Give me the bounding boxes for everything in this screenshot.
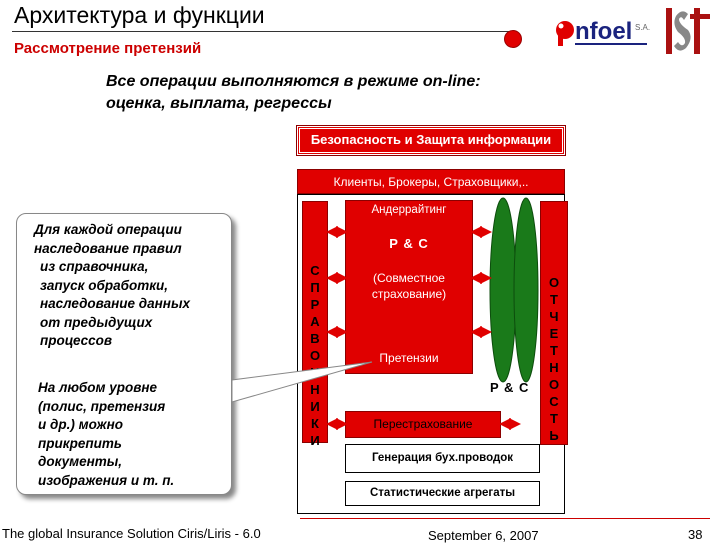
isf-logo bbox=[666, 8, 710, 54]
infoel-logo-text: nfoel bbox=[575, 18, 632, 45]
reference-letter: Ч bbox=[310, 365, 320, 380]
statistics-box: Статистические агрегаты bbox=[345, 481, 540, 506]
security-box: Безопасность и Защита информации bbox=[296, 125, 566, 156]
intro-line-2: оценка, выплата, регрессы bbox=[106, 95, 332, 112]
reference-letter: К bbox=[311, 416, 319, 431]
title-rule bbox=[12, 31, 512, 32]
infoel-logo: nfoel S.A. bbox=[556, 18, 650, 46]
pc-label-top: P & C bbox=[389, 236, 429, 251]
reference-letter: Н bbox=[310, 382, 320, 397]
reports-letter: Н bbox=[549, 360, 559, 375]
callout-line: (полис, претензия bbox=[38, 398, 166, 414]
reference-letter: И bbox=[310, 399, 320, 414]
callout-line: наследование правил bbox=[34, 240, 182, 256]
pc-label-bottom: P & C bbox=[490, 380, 530, 395]
coinsurance-label: (Совместное страхование) bbox=[345, 270, 473, 302]
callout-line: прикрепить bbox=[38, 435, 122, 451]
reference-letter: О bbox=[309, 348, 321, 363]
reference-column: С П Р А В О Ч Н И К И bbox=[302, 201, 328, 448]
reports-letter: Е bbox=[549, 326, 559, 341]
callout-paragraph-2: На любом уровне (полис, претензия и др.)… bbox=[38, 379, 174, 490]
underwriting-box bbox=[345, 200, 473, 374]
claims-label: Претензии bbox=[379, 351, 439, 365]
reference-letter: И bbox=[310, 433, 320, 448]
coinsurance-line-1: (Совместное bbox=[373, 271, 445, 285]
reports-letter: О bbox=[548, 275, 560, 290]
underwriting-label: Андеррайтинг bbox=[371, 204, 447, 216]
reports-letter: Ч bbox=[549, 309, 559, 324]
reports-letter: Т bbox=[550, 343, 558, 358]
callout-paragraph-1: Для каждой операции наследование правил … bbox=[34, 221, 190, 351]
red-dot-icon bbox=[504, 30, 522, 48]
reference-letter: Р bbox=[310, 297, 320, 312]
callout-line: наследование данных bbox=[40, 296, 190, 311]
callout-line: документы, bbox=[38, 454, 123, 469]
callout-line: Для каждой операции bbox=[34, 222, 182, 237]
callout-line: из справочника, bbox=[40, 259, 149, 274]
reports-column: О Т Ч Е Т Н О С Т Ь bbox=[540, 201, 568, 445]
reference-letter: В bbox=[310, 331, 320, 346]
reports-letter: Т bbox=[550, 292, 558, 307]
clients-box: Клиенты, Брокеры, Страховщики,.. bbox=[297, 169, 565, 194]
callout-line: процессов bbox=[40, 333, 113, 348]
callout-line: от предыдущих bbox=[40, 314, 153, 330]
reports-letter: Т bbox=[550, 411, 558, 426]
callout-line: запуск обработки, bbox=[40, 277, 169, 293]
footer-rule bbox=[300, 518, 710, 519]
reference-letter: П bbox=[310, 280, 320, 295]
reports-letter: Ь bbox=[549, 428, 559, 443]
footer-product: The global Insurance Solution Ciris/Liri… bbox=[2, 526, 261, 541]
page-number: 38 bbox=[688, 527, 703, 542]
reports-letter: О bbox=[548, 377, 560, 392]
reinsurance-box: Перестрахование bbox=[345, 411, 501, 438]
callout-line: На любом уровне bbox=[38, 380, 158, 395]
intro-text: Все операции выполняются в режиме on-lin… bbox=[106, 71, 481, 115]
callout-line: и др.) можно bbox=[38, 417, 123, 432]
intro-line-1: Все операции выполняются в режиме on-lin… bbox=[106, 73, 481, 90]
page-title: Архитектура и функции bbox=[14, 2, 265, 28]
info-callout bbox=[16, 213, 232, 495]
coinsurance-line-2: страхование) bbox=[371, 287, 447, 301]
callout-line: изображения и т. п. bbox=[38, 472, 175, 488]
reports-letter: С bbox=[549, 394, 559, 409]
accounting-box: Генерация бух.проводок bbox=[345, 444, 540, 473]
footer-date: September 6, 2007 bbox=[428, 528, 539, 543]
reference-letter: С bbox=[310, 263, 320, 278]
infoel-logo-suffix: S.A. bbox=[635, 23, 650, 32]
page-subtitle: Рассмотрение претензий bbox=[14, 40, 202, 57]
reference-letter: А bbox=[310, 314, 320, 329]
